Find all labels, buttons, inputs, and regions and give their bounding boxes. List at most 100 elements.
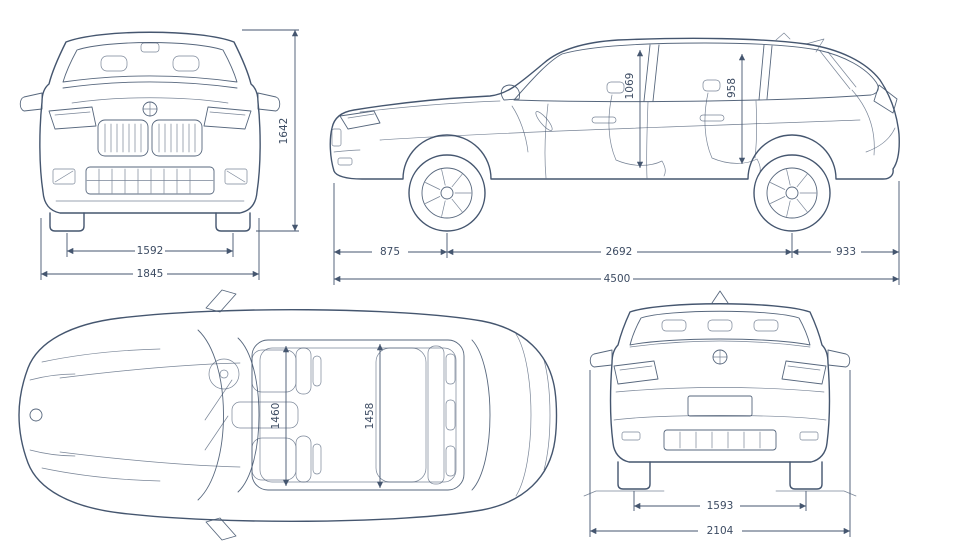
dim-front-height: 1642 (242, 29, 299, 232)
dim-front-interior-height: 1069 (624, 50, 644, 168)
right-headlight (203, 106, 252, 130)
b-pillar-seam (646, 101, 649, 179)
reflector-right (799, 431, 819, 441)
right-mirror (257, 92, 281, 112)
dim-rear-track: 1593 (633, 491, 807, 512)
dim-label-rear-overhang: 933 (836, 246, 856, 258)
dim-label-rear-interior-width: 1458 (364, 403, 376, 430)
front-windshield (62, 42, 238, 83)
extension-lines-side (333, 181, 900, 285)
dim-label-wheelbase: 2692 (606, 246, 633, 258)
kidney-grille-left (97, 119, 149, 157)
rear-left-tire (617, 461, 651, 490)
license-plate (687, 395, 753, 417)
rear-door-seam (754, 100, 758, 159)
c-pillar (758, 44, 773, 101)
headrest (172, 55, 200, 72)
dim-label-rear-interior-height: 958 (726, 78, 738, 98)
rear-mirror-right (827, 349, 851, 368)
headlight-side (339, 110, 381, 130)
b-pillar (643, 44, 660, 102)
dim-label-overall-length: 4500 (604, 273, 631, 285)
bmw-badge-rear (712, 349, 728, 365)
headrest-rear (707, 319, 733, 332)
bmw-badge-top (29, 408, 43, 422)
kidney-grille-right (151, 119, 203, 157)
diffuser (663, 429, 777, 451)
air-intake (85, 166, 215, 195)
interior-silhouette (511, 79, 761, 177)
dim-label-rear-overall-width: 2104 (707, 525, 734, 537)
left-headlight (48, 106, 97, 130)
taillight-left (613, 360, 659, 385)
antenna-fin (775, 32, 791, 41)
headlight-top (29, 373, 76, 457)
hood-cut (359, 100, 501, 113)
front-view: 1642 1592 1845 (19, 29, 299, 280)
character-line (379, 119, 861, 141)
dim-label-front-width: 1845 (137, 268, 164, 280)
rear-window-top (471, 339, 491, 491)
side-intake-left (52, 168, 76, 185)
wipers (204, 379, 233, 451)
dim-label-height: 1642 (278, 118, 290, 145)
rear-right-tire (789, 461, 823, 490)
roof-spoiler (805, 38, 825, 53)
dim-front-overhang: 875 (334, 246, 447, 258)
door-handle (591, 116, 617, 124)
top-view: 1460 1458 (18, 289, 558, 541)
front-right-tire (215, 212, 251, 232)
side-mirror (500, 84, 520, 101)
bmw-badge (142, 101, 158, 117)
reflector-left (621, 431, 641, 441)
dim-label-front-overhang: 875 (380, 246, 400, 258)
front-door-seam (544, 103, 549, 179)
antenna-fin-rear (711, 290, 729, 304)
panoramic-roof (251, 339, 465, 491)
headrest-rear (753, 319, 779, 332)
rear-wheel (753, 154, 831, 232)
front-body-outline (39, 31, 261, 214)
dim-overall-length: 4500 (334, 273, 899, 285)
interior-top (208, 345, 456, 485)
grille-side (331, 128, 342, 147)
headrest-rear (661, 319, 687, 332)
left-mirror (19, 92, 43, 112)
fog-light (337, 157, 353, 166)
mirror-top-left (205, 289, 237, 313)
front-wheel (408, 154, 486, 232)
windshield-top (197, 329, 224, 501)
rear-view: 1593 2104 (583, 290, 857, 537)
dim-front-width: 1845 (40, 218, 260, 280)
front-left-tire (49, 212, 85, 232)
ground-line (583, 490, 857, 497)
top-body-outline (18, 308, 558, 523)
dim-label-front-track: 1592 (137, 245, 164, 257)
headrest (100, 55, 128, 72)
dim-rear-interior-height: 958 (726, 54, 746, 164)
dim-wheelbase: 2692 (447, 246, 792, 258)
taillight-side (873, 84, 898, 114)
side-view: 1069 958 875 2692 933 4500 (329, 32, 900, 285)
rear-body-outline (609, 303, 831, 463)
glasshouse (513, 42, 879, 103)
rear-mirror-left (589, 349, 613, 368)
dim-front-track: 1592 (66, 233, 234, 257)
rearview-mirror (140, 42, 160, 53)
taillight-right (781, 360, 827, 385)
door-handle (699, 114, 725, 122)
mirror-top-right (205, 517, 237, 541)
side-intake-right (224, 168, 248, 185)
d-pillar (819, 50, 857, 90)
dim-label-front-interior-width: 1460 (270, 403, 282, 430)
dim-front-interior-width: 1460 (270, 346, 290, 486)
dim-rear-overall-width: 2104 (589, 370, 851, 537)
dim-rear-interior-width: 1458 (364, 344, 384, 488)
dim-rear-overhang: 933 (792, 246, 899, 258)
dim-label-front-interior-height: 1069 (624, 73, 636, 100)
side-body-outline (329, 37, 900, 180)
tailgate-seam (851, 89, 875, 156)
rear-window (629, 310, 811, 346)
